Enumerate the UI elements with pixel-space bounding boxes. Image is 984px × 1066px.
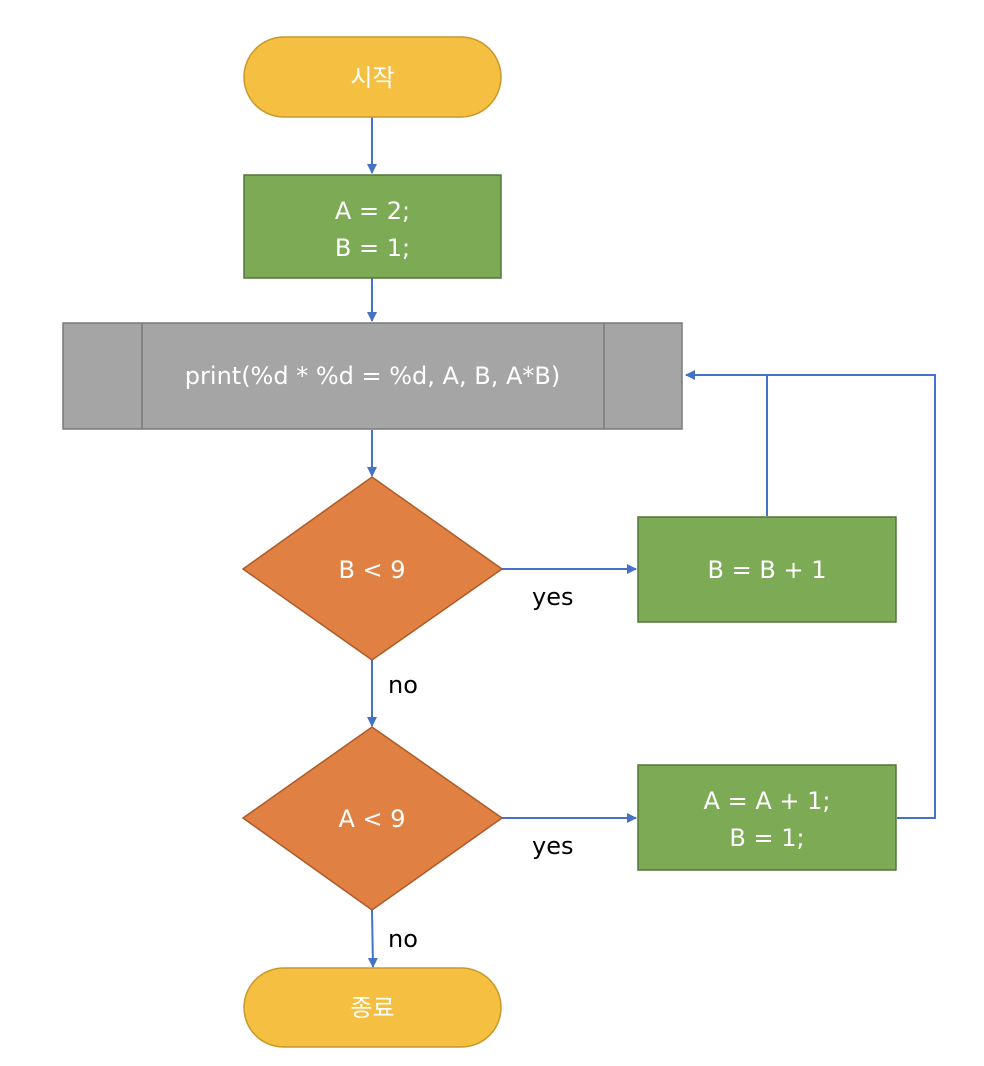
inc-a-node[interactable]: A = A + 1; B = 1; <box>637 764 897 871</box>
init-node[interactable]: A = 2; B = 1; <box>243 174 502 279</box>
edge-inca-print <box>685 370 936 819</box>
cond-b-text: B < 9 <box>338 556 405 584</box>
cond-a-shape <box>241 726 504 911</box>
cond-b-yes-label: yes <box>532 583 573 611</box>
cond-b-no-label: no <box>388 671 418 699</box>
cond-a-yes-label: yes <box>532 832 573 860</box>
inc-b-node[interactable]: B = B + 1 <box>637 516 897 623</box>
inc-b-shape <box>637 516 897 623</box>
cond-b-shape <box>241 476 504 661</box>
inc-a-line2: B = 1; <box>729 824 804 852</box>
print-node[interactable]: print(%d * %d = %d, A, B, A*B) <box>62 322 683 430</box>
print-text: print(%d * %d = %d, A, B, A*B) <box>185 362 560 390</box>
end-shape <box>243 967 502 1048</box>
cond-a-node[interactable]: A < 9 <box>241 726 504 911</box>
cond-b-node[interactable]: B < 9 <box>241 476 504 661</box>
start-shape <box>243 36 502 118</box>
init-shape <box>243 174 502 279</box>
inc-a-line1: A = A + 1; <box>704 787 831 815</box>
init-line2: B = 1; <box>335 234 410 262</box>
print-shape <box>62 322 683 430</box>
inc-a-shape <box>637 764 897 871</box>
connectors <box>367 117 936 968</box>
end-text: 종료 <box>350 994 394 1022</box>
init-line1: A = 2; <box>335 197 410 225</box>
start-node[interactable]: 시작 <box>243 36 502 118</box>
cond-a-text: A < 9 <box>338 805 405 833</box>
end-node[interactable]: 종료 <box>243 967 502 1048</box>
inc-b-text: B = B + 1 <box>708 556 827 584</box>
edge-conda-end <box>367 909 378 968</box>
start-text: 시작 <box>350 64 394 92</box>
cond-a-no-label: no <box>388 925 418 953</box>
